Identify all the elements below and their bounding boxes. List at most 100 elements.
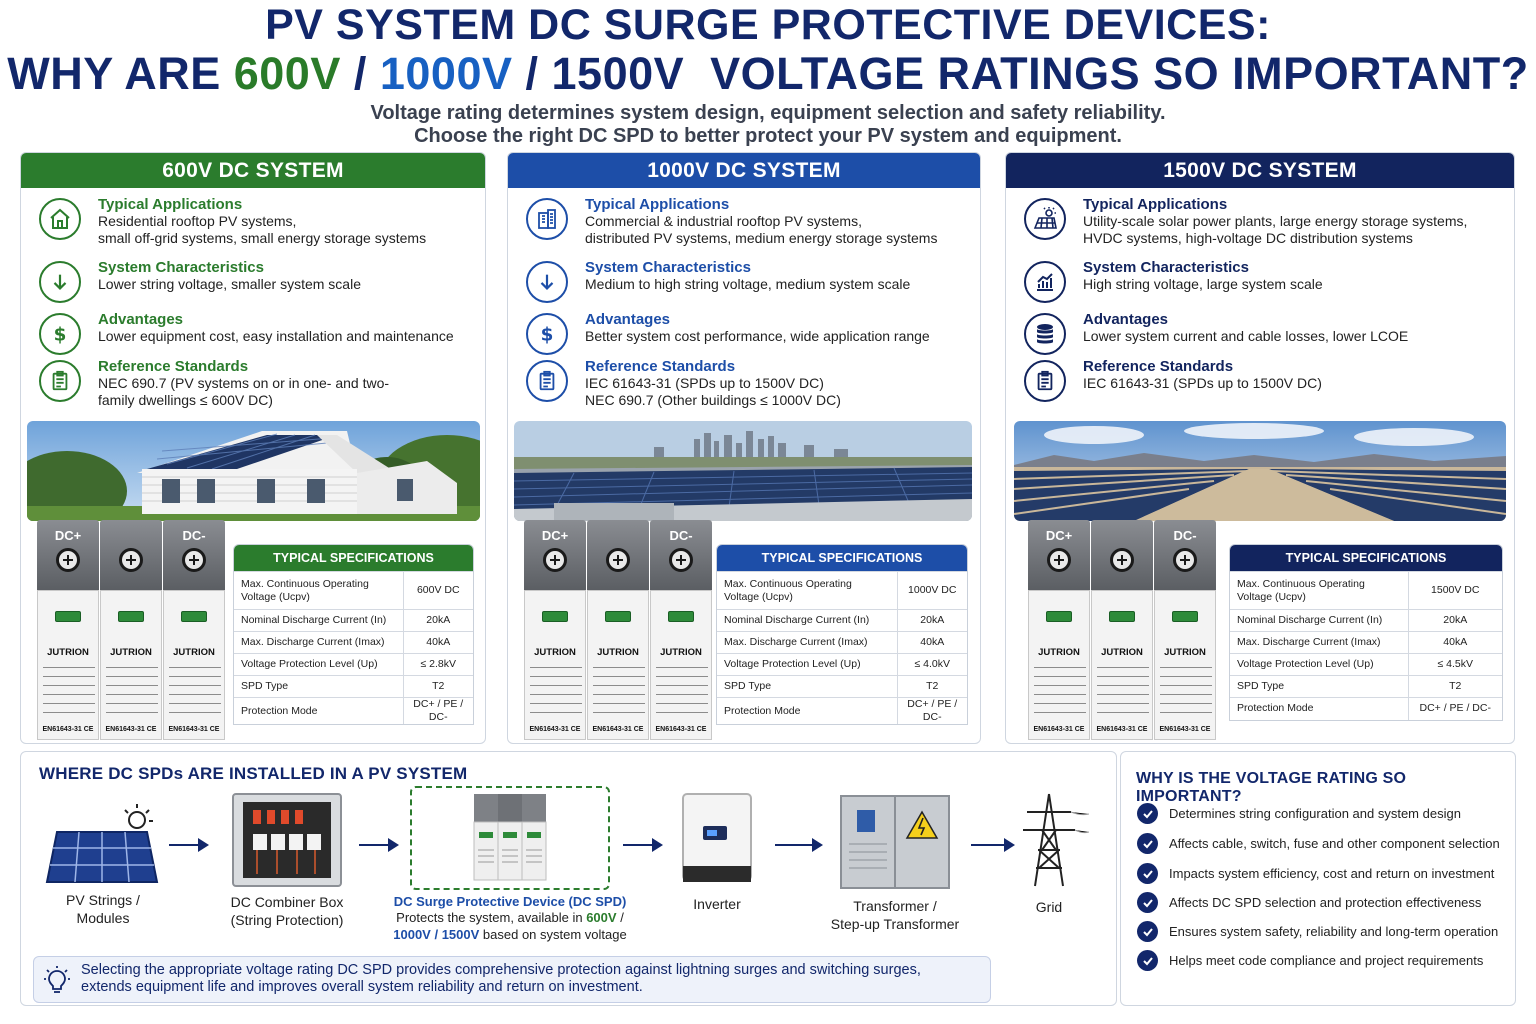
feature-desc: IEC 61643-31 (SPDs up to 1500V DC) xyxy=(1083,375,1322,391)
clipboard-icon xyxy=(39,360,81,402)
spec-value: DC+ / PE / DC- xyxy=(1407,697,1502,720)
flow-arrow xyxy=(775,838,823,852)
feature-title: Typical Applications xyxy=(98,196,243,213)
residential-house-photo xyxy=(27,421,480,521)
specs-table: TYPICAL SPECIFICATIONS Max. Continuous O… xyxy=(1229,544,1503,721)
terminal-icon xyxy=(1047,548,1071,572)
svg-text:$: $ xyxy=(541,324,554,345)
feature-desc: Lower equipment cost, easy installation … xyxy=(98,328,454,344)
spec-value: T2 xyxy=(402,675,473,698)
arrow-down-icon xyxy=(39,261,81,303)
node-label: PV Strings /Modules xyxy=(66,892,140,926)
flow-arrow xyxy=(359,838,399,852)
spec-value: T2 xyxy=(896,675,967,698)
check-icon xyxy=(1137,950,1158,971)
spec-value: DC+ / PE / DC- xyxy=(896,697,967,724)
spec-label: Max. Continuous Operating Voltage (Ucpv) xyxy=(1230,571,1408,610)
spec-label: Protection Mode xyxy=(1230,697,1408,720)
title-600v: 600V xyxy=(233,48,341,99)
node-label: DC Combiner Box(String Protection) xyxy=(230,894,344,928)
spd-device-icon xyxy=(473,794,547,881)
feature-desc: Utility-scale solar power plants, large … xyxy=(1083,213,1468,246)
tip-banner: Selecting the appropriate voltage rating… xyxy=(33,956,991,1003)
subtitle-line2: Choose the right DC SPD to better protec… xyxy=(414,125,1122,147)
feature-characteristics: System Characteristics Medium to high st… xyxy=(526,259,972,303)
feature-standards: Reference Standards IEC 61643-31 (SPDs u… xyxy=(526,358,972,409)
spec-label: Protection Mode xyxy=(234,697,403,724)
node-label: Transformer /Step-up Transformer xyxy=(830,898,960,932)
spec-label: Nominal Discharge Current (In) xyxy=(717,609,897,632)
check-icon xyxy=(1137,833,1158,854)
terminal-icon xyxy=(1173,548,1197,572)
header: PV SYSTEM DC SURGE PROTECTIVE DEVICES: W… xyxy=(0,4,1536,148)
flow-arrow xyxy=(971,838,1015,852)
terminal-icon xyxy=(669,548,693,572)
why-item: Affects cable, switch, fuse and other co… xyxy=(1137,833,1500,854)
transformer-cabinet-icon xyxy=(840,795,950,889)
node-grid: Grid xyxy=(1009,790,1090,916)
status-indicator xyxy=(1109,611,1135,622)
coins-icon xyxy=(1024,313,1066,355)
clipboard-icon xyxy=(1024,360,1066,402)
feature-title: Advantages xyxy=(98,311,184,328)
spec-label: SPD Type xyxy=(1230,675,1408,698)
subtitle: Voltage rating determines system design,… xyxy=(0,102,1536,148)
specs-table: TYPICAL SPECIFICATIONS Max. Continuous O… xyxy=(716,544,968,725)
spec-value: 40kA xyxy=(896,631,967,654)
feature-applications: Typical Applications Utility-scale solar… xyxy=(1024,196,1506,247)
spec-label: Max. Discharge Current (Imax) xyxy=(1230,631,1408,654)
terminal-icon xyxy=(56,548,80,572)
node-label: Inverter xyxy=(693,896,741,912)
spec-label: Protection Mode xyxy=(717,697,897,724)
feature-desc: Lower system current and cable losses, l… xyxy=(1083,328,1409,344)
spec-label: Max. Discharge Current (Imax) xyxy=(717,631,897,654)
spec-value: 1000V DC xyxy=(896,571,967,610)
panel-title: 1000V DC SYSTEM xyxy=(508,153,980,188)
spec-label: SPD Type xyxy=(717,675,897,698)
dc-spd-title: DC Surge Protective Device (DC SPD) xyxy=(393,894,627,909)
status-indicator xyxy=(1046,611,1072,622)
flow-arrow xyxy=(169,838,209,852)
specs-title: TYPICAL SPECIFICATIONS xyxy=(717,545,967,571)
node-transformer: Transformer /Step-up Transformer xyxy=(825,794,965,933)
check-icon xyxy=(1137,921,1158,942)
status-indicator xyxy=(118,611,144,622)
feature-title: System Characteristics xyxy=(98,259,264,276)
node-inverter: Inverter xyxy=(669,792,765,913)
arrow-down-icon xyxy=(526,261,568,303)
feature-characteristics: System Characteristics Lower string volt… xyxy=(39,259,477,303)
check-icon xyxy=(1137,892,1158,913)
spec-value: 40kA xyxy=(402,631,473,654)
spec-value: 1500V DC xyxy=(1407,571,1502,610)
status-indicator xyxy=(55,611,81,622)
building-icon xyxy=(526,198,568,240)
title-suffix: VOLTAGE RATINGS SO IMPORTANT? xyxy=(684,48,1529,99)
feature-desc: Lower string voltage, smaller system sca… xyxy=(98,276,361,292)
terminal-icon xyxy=(543,548,567,572)
check-icon xyxy=(1137,863,1158,884)
spec-value: ≤ 2.8kV xyxy=(402,653,473,676)
feature-applications: Typical Applications Residential rooftop… xyxy=(39,196,477,247)
feature-desc: IEC 61643-31 (SPDs up to 1500V DC)NEC 69… xyxy=(585,375,841,408)
feature-title: System Characteristics xyxy=(585,259,751,276)
feature-applications: Typical Applications Commercial & indust… xyxy=(526,196,972,247)
node-pv-strings: PV Strings /Modules xyxy=(43,796,163,927)
status-indicator xyxy=(605,611,631,622)
inverter-icon xyxy=(682,793,752,882)
feature-desc: Better system cost performance, wide app… xyxy=(585,328,930,344)
why-important-panel: WHY IS THE VOLTAGE RATING SO IMPORTANT? … xyxy=(1120,751,1516,1006)
house-icon xyxy=(39,198,81,240)
spec-label: Nominal Discharge Current (In) xyxy=(234,609,403,632)
dc-spd-desc-line1: Protects the system, available in 600V / xyxy=(396,910,624,925)
spec-value: 600V DC xyxy=(402,571,473,610)
dollar-icon: $ xyxy=(39,313,81,355)
node-combiner-box: DC Combiner Box(String Protection) xyxy=(217,790,357,929)
dc-spd-desc-line2: 1000V / 1500V based on system voltage xyxy=(393,927,627,942)
feature-title: Advantages xyxy=(1083,311,1169,328)
spec-label: Voltage Protection Level (Up) xyxy=(1230,653,1408,676)
